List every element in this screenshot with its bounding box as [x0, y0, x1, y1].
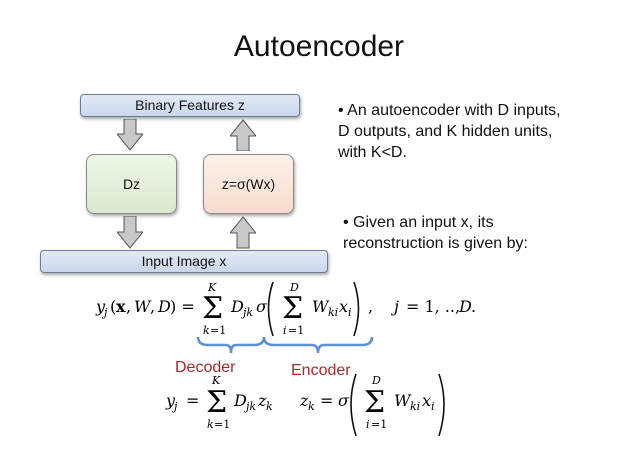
svg-text:Σ: Σ	[202, 291, 223, 326]
svg-text:=1: =1	[214, 418, 230, 431]
decoder-label: Decoder	[175, 359, 236, 376]
svg-text:.: .	[471, 297, 476, 316]
encoder-box: z=σ(Wx)	[203, 154, 294, 214]
svg-text:D: D	[233, 391, 247, 410]
svg-text:Σ: Σ	[206, 385, 227, 420]
svg-text:=1: =1	[210, 324, 226, 337]
svg-text:,: ,	[150, 297, 155, 316]
svg-text:i: i	[431, 400, 435, 413]
svg-text:D: D	[157, 297, 171, 316]
svg-text:D: D	[371, 374, 381, 387]
svg-text:i: i	[283, 324, 287, 337]
bullet-line: • Given an input x, its	[343, 214, 494, 231]
svg-text:=1: =1	[288, 324, 304, 337]
svg-text:σ: σ	[256, 297, 268, 316]
svg-text:k: k	[203, 324, 210, 337]
bullet-line: reconstruction is given by:	[343, 235, 528, 252]
bullet-autoencoder-description: • An autoencoder with D inputs, D output…	[338, 100, 561, 163]
svg-text:z: z	[257, 391, 267, 410]
svg-text:(: (	[110, 297, 116, 316]
svg-text:,: ,	[126, 297, 131, 316]
down-arrow-icon	[117, 216, 143, 249]
svg-text:D: D	[458, 297, 472, 316]
svg-text:x: x	[422, 391, 431, 410]
down-arrow-icon	[117, 119, 143, 151]
encoder-label: Encoder	[291, 362, 351, 379]
svg-text:σ: σ	[338, 391, 350, 410]
slide-title: Autoencoder	[233, 30, 405, 63]
svg-text:W: W	[312, 297, 330, 316]
svg-text:Σ: Σ	[364, 385, 385, 420]
svg-text:ki: ki	[410, 400, 420, 413]
svg-text:y: y	[95, 297, 106, 316]
svg-text:x: x	[339, 297, 348, 316]
bullet-line: • An autoencoder with D inputs,	[338, 102, 561, 119]
svg-text:=1: =1	[371, 418, 387, 431]
up-arrow-icon	[230, 119, 256, 151]
svg-text:x: x	[116, 297, 126, 316]
svg-text:jk: jk	[240, 306, 253, 319]
svg-text:jk: jk	[243, 400, 256, 413]
svg-text:=: =	[320, 391, 333, 410]
svg-text:j: j	[391, 297, 399, 316]
svg-text:K: K	[211, 374, 221, 387]
svg-text:K: K	[207, 281, 217, 294]
svg-text:z: z	[299, 391, 309, 410]
svg-text:,: ,	[368, 297, 373, 316]
bullet-line: with K<D.	[338, 144, 407, 161]
svg-text:y: y	[165, 391, 176, 410]
svg-text:Σ: Σ	[282, 291, 303, 326]
svg-text:k: k	[266, 400, 273, 413]
svg-text:k: k	[308, 400, 315, 413]
up-arrow-icon	[230, 216, 256, 249]
svg-text:j: j	[171, 400, 178, 413]
svg-text:W: W	[394, 391, 412, 410]
bullet-line: D outputs, and K hidden units,	[338, 123, 553, 140]
encoder-brace	[262, 336, 374, 354]
main-equation: y j ( x , W , D ) = K Σ k =1 D jk σ D Σ …	[95, 281, 476, 337]
decoder-equation: y j = K Σ k =1 D jk z k	[165, 374, 273, 431]
binary-features-bar: Binary Features z	[80, 94, 300, 117]
decoder-box: Dz	[86, 154, 177, 214]
svg-text:W: W	[134, 297, 152, 316]
svg-text:D: D	[230, 297, 244, 316]
svg-text:D: D	[289, 281, 299, 294]
svg-text:= 1, ..,: = 1, ..,	[406, 297, 460, 316]
svg-text:j: j	[101, 306, 108, 319]
svg-text:k: k	[207, 418, 214, 431]
svg-text:ki: ki	[328, 306, 338, 319]
input-image-bar: Input Image x	[40, 250, 328, 273]
svg-text:i: i	[348, 306, 352, 319]
bullet-reconstruction: • Given an input x, its reconstruction i…	[343, 212, 528, 254]
svg-text:i: i	[366, 418, 370, 431]
svg-text:) =: ) =	[170, 297, 195, 316]
encoder-equation: z k = σ D Σ i =1 W ki x i	[299, 373, 445, 437]
svg-text:=: =	[186, 391, 199, 410]
decoder-brace	[196, 336, 266, 354]
